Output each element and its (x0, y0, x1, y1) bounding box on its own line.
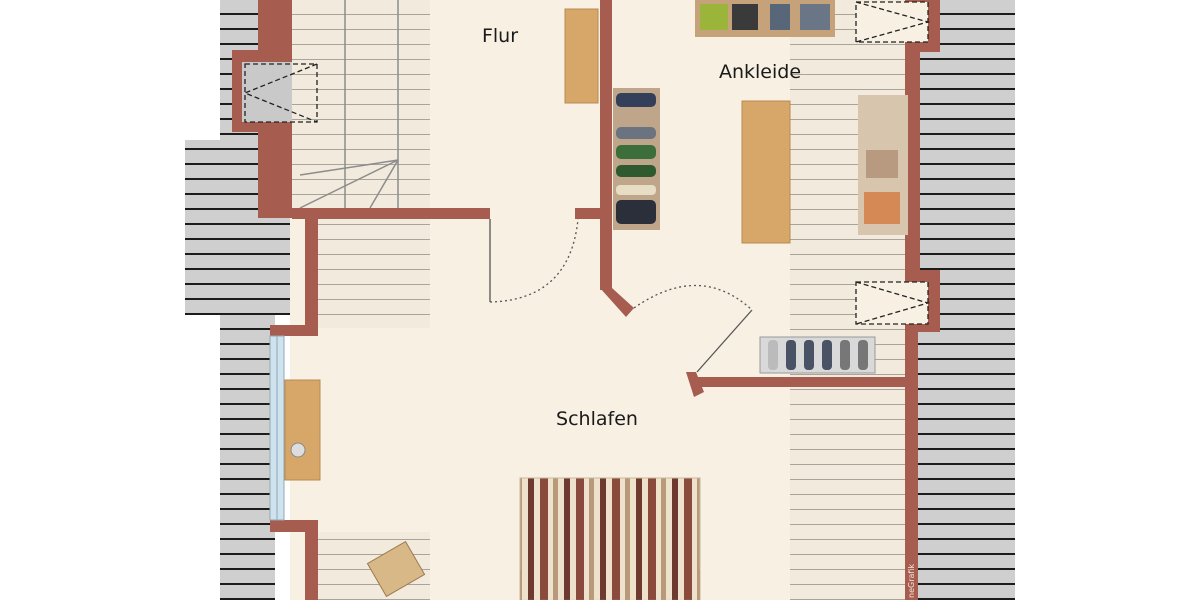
staircase (299, 0, 399, 209)
shoe-rack-bedroom (759, 336, 876, 374)
watermark: neGrafik (907, 564, 916, 598)
desk-bedroom (284, 379, 321, 481)
cabinet-hall (564, 8, 599, 104)
chair (366, 540, 426, 598)
room-label-flur: Flur (482, 25, 518, 47)
window-left (269, 335, 285, 521)
table-dressing (741, 100, 791, 244)
room-label-schlafen: Schlafen (556, 408, 638, 430)
doors (489, 218, 753, 373)
room-label-ankleide: Ankleide (719, 61, 801, 83)
skylights (243, 1, 931, 325)
furniture (284, 0, 908, 600)
walls (232, 0, 940, 600)
